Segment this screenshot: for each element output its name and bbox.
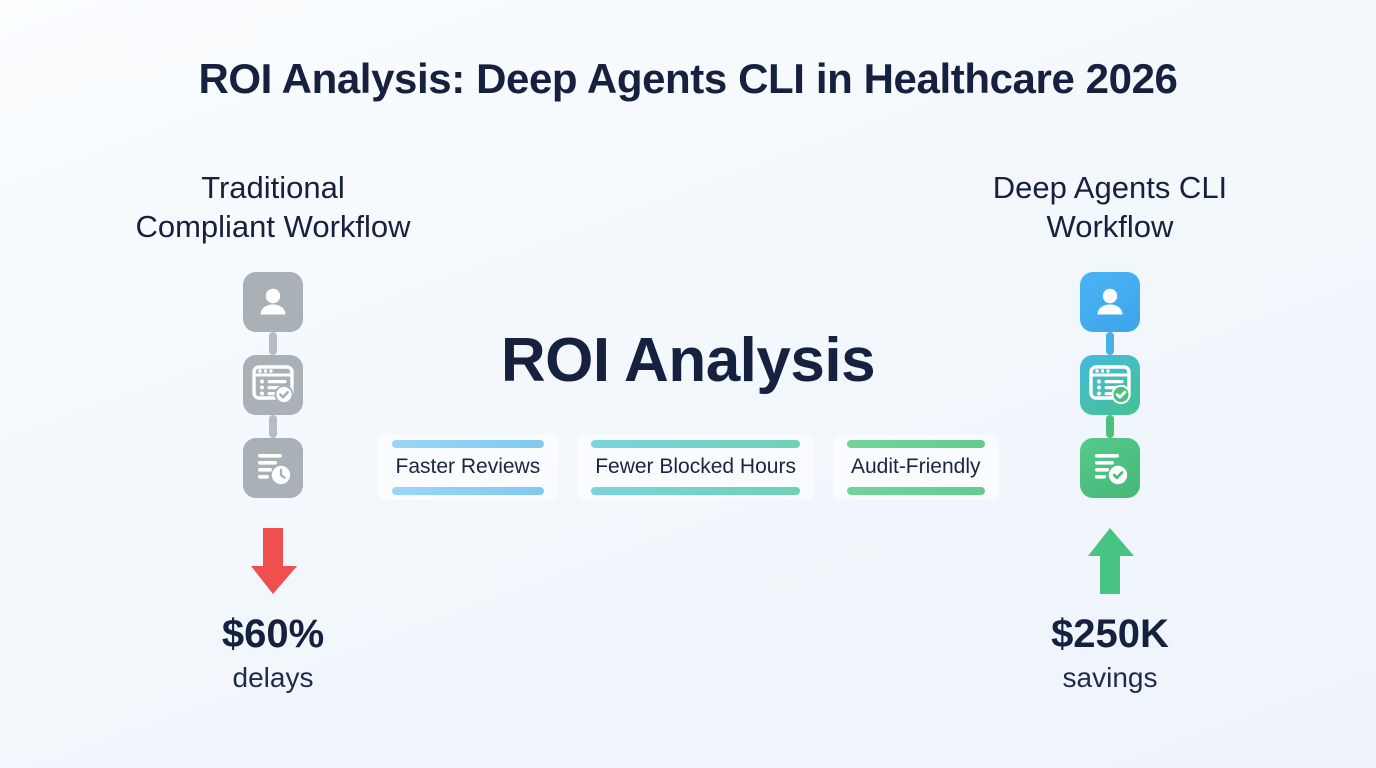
arrow-up-icon [1088, 528, 1134, 594]
center-heading: ROI Analysis [500, 326, 876, 395]
benefit-pill-fewer-blocked-hours[interactable]: Fewer Blocked Hours [577, 435, 814, 500]
deepagents-stat-label: savings [1062, 662, 1158, 693]
pill-bar-top [391, 440, 545, 448]
pill-bar-bottom [846, 487, 985, 495]
traditional-stat-value: $60% [221, 612, 325, 656]
document-check-icon [1080, 438, 1140, 498]
person-icon [1080, 272, 1140, 332]
column-deepagents-heading-line2: Workflow [1046, 209, 1174, 245]
benefit-pill-faster-reviews[interactable]: Faster Reviews [377, 435, 559, 500]
benefit-pill-row: Faster Reviews Fewer Blocked Hours Audit… [377, 435, 999, 500]
benefit-label: Fewer Blocked Hours [595, 455, 796, 478]
checklist-window-icon [243, 355, 303, 415]
deepagents-icon-chain [1080, 272, 1140, 498]
pill-bar-top [591, 440, 800, 448]
traditional-icon-chain [243, 272, 303, 498]
deepagents-stat: $250K savings [1051, 612, 1169, 694]
chain-connector [1106, 332, 1114, 355]
column-deepagents-heading: Deep Agents CLI Workflow [993, 168, 1227, 250]
pill-bar-bottom [591, 487, 800, 495]
column-deepagents-heading-line1: Deep Agents CLI [992, 170, 1228, 205]
pill-bar-bottom [391, 487, 545, 495]
column-deepagents: Deep Agents CLI Workflow [945, 168, 1275, 694]
person-icon [243, 272, 303, 332]
chain-connector [1106, 415, 1114, 438]
document-clock-icon [243, 438, 303, 498]
page-title: ROI Analysis: Deep Agents CLI in Healthc… [198, 55, 1178, 102]
column-traditional: Traditional Compliant Workflow [108, 168, 438, 694]
deepagents-stat-value: $250K [1051, 612, 1169, 656]
traditional-stat-label: delays [232, 662, 314, 693]
traditional-stat: $60% delays [222, 612, 324, 694]
column-traditional-heading: Traditional Compliant Workflow [135, 168, 410, 250]
chain-connector [269, 332, 277, 355]
benefit-label: Faster Reviews [395, 455, 541, 478]
benefit-label: Audit-Friendly [850, 455, 981, 478]
arrow-down-icon [251, 528, 297, 594]
center-panel: ROI Analysis Faster Reviews Fewer Blocke… [377, 326, 999, 500]
column-traditional-heading-line2: Compliant Workflow [135, 209, 411, 245]
benefit-pill-audit-friendly[interactable]: Audit-Friendly [832, 435, 999, 500]
checklist-window-icon [1080, 355, 1140, 415]
column-traditional-heading-line1: Traditional [201, 170, 345, 205]
pill-bar-top [846, 440, 985, 448]
chain-connector [269, 415, 277, 438]
